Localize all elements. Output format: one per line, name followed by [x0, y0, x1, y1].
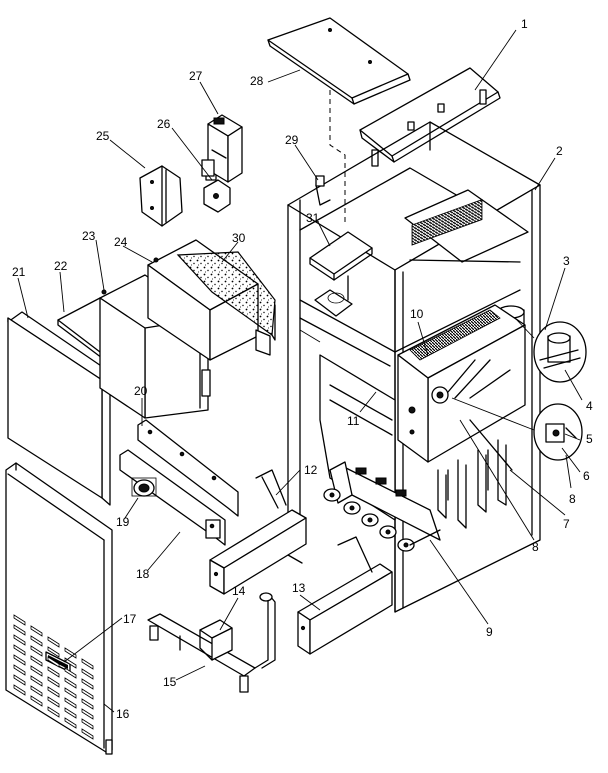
part-13-base-rail	[297, 536, 393, 655]
part-3-gas-valve-detail	[514, 317, 587, 383]
callout-2: 2	[556, 144, 563, 158]
louver-slot	[13, 654, 26, 666]
callout-28: 28	[250, 74, 264, 88]
callout-11: 11	[347, 414, 360, 428]
louver-slot	[47, 636, 60, 648]
louver-slot	[30, 635, 43, 647]
callout-24: 24	[114, 235, 128, 249]
louver-slot	[47, 706, 60, 718]
callout-19: 19	[116, 515, 130, 529]
louver-slot	[13, 644, 26, 656]
part-25-bracket	[139, 165, 183, 227]
callout-26: 26	[157, 117, 171, 131]
part-20-mounting-plate	[137, 419, 239, 517]
callout-labels: 1 2 3 4 5 6 7 8 8 9 10 11 12 13 14 15 16…	[12, 17, 593, 721]
callout-3: 3	[563, 254, 570, 268]
callout-17: 17	[123, 612, 137, 626]
callout-16: 16	[116, 707, 130, 721]
louver-slot	[47, 676, 60, 688]
callout-23: 23	[82, 229, 96, 243]
callout-25: 25	[96, 129, 110, 143]
callout-4: 4	[586, 399, 593, 413]
louver-slot	[13, 624, 26, 636]
louver-slot	[13, 674, 26, 686]
part-16-lower-door	[5, 462, 113, 755]
louver-slot	[81, 718, 94, 730]
callout-15: 15	[163, 675, 177, 689]
callout-21: 21	[12, 265, 26, 279]
part-14-valve-bracket	[199, 619, 233, 661]
callout-8-lower: 8	[532, 540, 539, 554]
callout-31: 31	[306, 211, 320, 225]
louver-slot	[81, 708, 94, 720]
callout-27: 27	[189, 69, 203, 83]
callout-8-upper: 8	[569, 492, 576, 506]
louver-slot	[47, 686, 60, 698]
part-12-base-rail	[209, 469, 307, 595]
callout-9: 9	[486, 625, 493, 639]
callout-10: 10	[410, 307, 424, 321]
part-7-igniter	[469, 419, 513, 471]
callout-20: 20	[134, 384, 148, 398]
callout-13: 13	[292, 581, 306, 595]
louver-slot	[30, 695, 43, 707]
louver-slot	[64, 677, 77, 689]
part-27-control-box	[201, 114, 243, 183]
louver-slot	[30, 675, 43, 687]
louver-slot	[81, 678, 94, 690]
part-28-top-panel	[267, 17, 411, 225]
louvers	[13, 614, 94, 740]
louver-slot	[64, 697, 77, 709]
louver-slot	[30, 685, 43, 697]
part-21-upper-door	[7, 311, 111, 506]
louver-slot	[13, 634, 26, 646]
part-30-insulation	[176, 251, 276, 356]
louver-slot	[13, 614, 26, 626]
part-9-burner-assembly	[323, 461, 441, 552]
louver-slot	[81, 688, 94, 700]
louver-slot	[13, 684, 26, 696]
callout-6: 6	[583, 469, 590, 483]
louver-slot	[47, 656, 60, 668]
part-18-bracket	[119, 449, 226, 546]
louver-slot	[64, 717, 77, 729]
louver-slot	[13, 664, 26, 676]
callout-30: 30	[232, 231, 246, 245]
louver-slot	[64, 707, 77, 719]
louver-slot	[64, 667, 77, 679]
louver-slot	[47, 696, 60, 708]
callout-14: 14	[232, 584, 246, 598]
callout-18: 18	[136, 567, 150, 581]
burner-tubes	[323, 488, 415, 552]
callout-12: 12	[304, 463, 318, 477]
louver-slot	[30, 655, 43, 667]
louver-slot	[47, 666, 60, 678]
callout-29: 29	[285, 133, 299, 147]
callout-1: 1	[521, 17, 528, 31]
louver-slot	[81, 658, 94, 670]
louver-slot	[81, 728, 94, 740]
louver-slot	[64, 687, 77, 699]
part-1-top-rail	[359, 67, 501, 167]
part-29-bracket	[315, 175, 331, 206]
part-31-tray	[309, 231, 373, 317]
louver-slot	[81, 668, 94, 680]
louver-slot	[81, 698, 94, 710]
louver-slot	[30, 625, 43, 637]
part-5-sensor-detail	[451, 397, 583, 461]
leader-lines	[17, 29, 583, 713]
louver-slot	[30, 645, 43, 657]
callout-7: 7	[563, 517, 570, 531]
louver-slot	[64, 657, 77, 669]
part-19-switch	[131, 477, 157, 497]
callout-5: 5	[586, 432, 593, 446]
louver-slot	[47, 646, 60, 658]
callout-22: 22	[54, 259, 68, 273]
part-15-gas-pipe	[147, 592, 276, 693]
louver-slot	[30, 665, 43, 677]
